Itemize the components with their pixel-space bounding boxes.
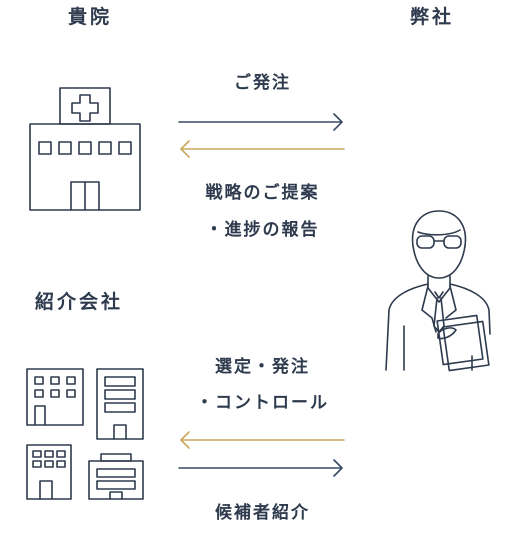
agency-heading: 紹介会社 [35,291,124,313]
candidates-arrow-right [178,459,343,477]
candidates-label: 候補者紹介 [215,503,310,523]
strategy-label-line2: ・進捗の報告 [205,220,320,240]
selection-label-line1: 選定・発注 [215,357,310,377]
report-arrow-line [180,140,345,158]
control-arrow-left [180,431,345,449]
businessman-icon [385,210,491,372]
hospital-building-icon [29,87,141,211]
selection-label-line2: ・コントロール [196,393,329,413]
report-arrow-left [180,140,345,158]
candidates-arrow-line [178,459,343,477]
order-label: ご発注 [234,73,291,93]
hospital-heading: 貴院 [68,6,113,28]
company-heading: 弊社 [410,6,455,28]
strategy-label-line1: 戦略のご提案 [205,183,320,203]
control-arrow-line [180,431,345,449]
order-arrow-line [178,113,343,131]
order-arrow-right [178,113,343,131]
office-buildings-icon [26,368,144,500]
